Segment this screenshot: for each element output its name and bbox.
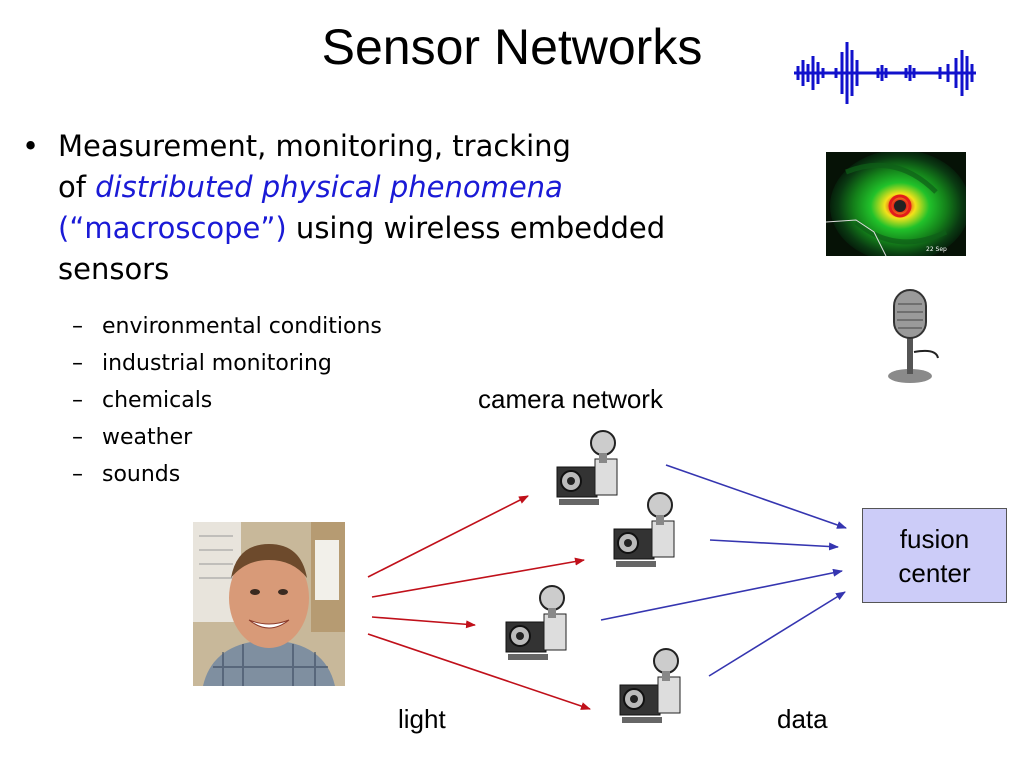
list-item-label: chemicals bbox=[102, 388, 213, 413]
list-item-label: weather bbox=[102, 425, 193, 450]
slide-title: Sensor Networks bbox=[321, 19, 703, 75]
dash-marker: – bbox=[72, 314, 83, 339]
bullet-macroscope: (“macroscope”) bbox=[58, 211, 287, 245]
hurricane-image: 22 Sep bbox=[826, 152, 966, 256]
bullet-line1: Measurement, monitoring, tracking bbox=[58, 129, 571, 163]
list-item: –environmental conditions bbox=[72, 312, 382, 349]
list-item-label: industrial monitoring bbox=[102, 351, 332, 376]
bullet-rest: using wireless embedded sensors bbox=[58, 211, 666, 286]
bullet-marker: • bbox=[22, 129, 40, 163]
camera-icon bbox=[505, 585, 567, 660]
data-arrow bbox=[600, 568, 843, 621]
person-photo bbox=[193, 522, 345, 686]
svg-text:22 Sep: 22 Sep bbox=[926, 246, 947, 253]
light-arrow bbox=[367, 633, 591, 710]
list-item: –weather bbox=[72, 423, 382, 460]
waveform-icon bbox=[794, 42, 976, 104]
sub-list: –environmental conditions –industrial mo… bbox=[72, 312, 382, 497]
data-arrow bbox=[709, 539, 839, 551]
fusion-center-box: fusion center bbox=[862, 508, 1007, 603]
bullet-highlight: distributed physical phenomena bbox=[95, 170, 563, 204]
bullet-of: of bbox=[58, 170, 96, 204]
data-label: data bbox=[777, 704, 828, 734]
dash-marker: – bbox=[72, 425, 83, 450]
dash-marker: – bbox=[72, 462, 83, 487]
list-item-label: environmental conditions bbox=[102, 314, 382, 339]
data-arrow bbox=[665, 464, 847, 529]
light-arrow bbox=[367, 495, 529, 578]
list-item: –chemicals bbox=[72, 386, 382, 423]
camera-network-label: camera network bbox=[478, 384, 663, 414]
list-item: –industrial monitoring bbox=[72, 349, 382, 386]
fusion-line2: center bbox=[898, 558, 971, 588]
camera-icon bbox=[613, 492, 675, 567]
dash-marker: – bbox=[72, 388, 83, 413]
camera-icon bbox=[619, 648, 681, 723]
camera-icon bbox=[556, 430, 618, 505]
light-arrow bbox=[371, 557, 585, 598]
microphone-image bbox=[888, 289, 939, 383]
list-item-label: sounds bbox=[102, 462, 181, 487]
data-arrow bbox=[708, 591, 846, 677]
fusion-line1: fusion bbox=[899, 524, 970, 554]
main-bullet-text: Measurement, monitoring, tracking of dis… bbox=[58, 126, 688, 290]
dash-marker: – bbox=[72, 351, 83, 376]
list-item: –sounds bbox=[72, 460, 382, 497]
light-label: light bbox=[398, 704, 446, 734]
light-arrow bbox=[371, 616, 476, 629]
